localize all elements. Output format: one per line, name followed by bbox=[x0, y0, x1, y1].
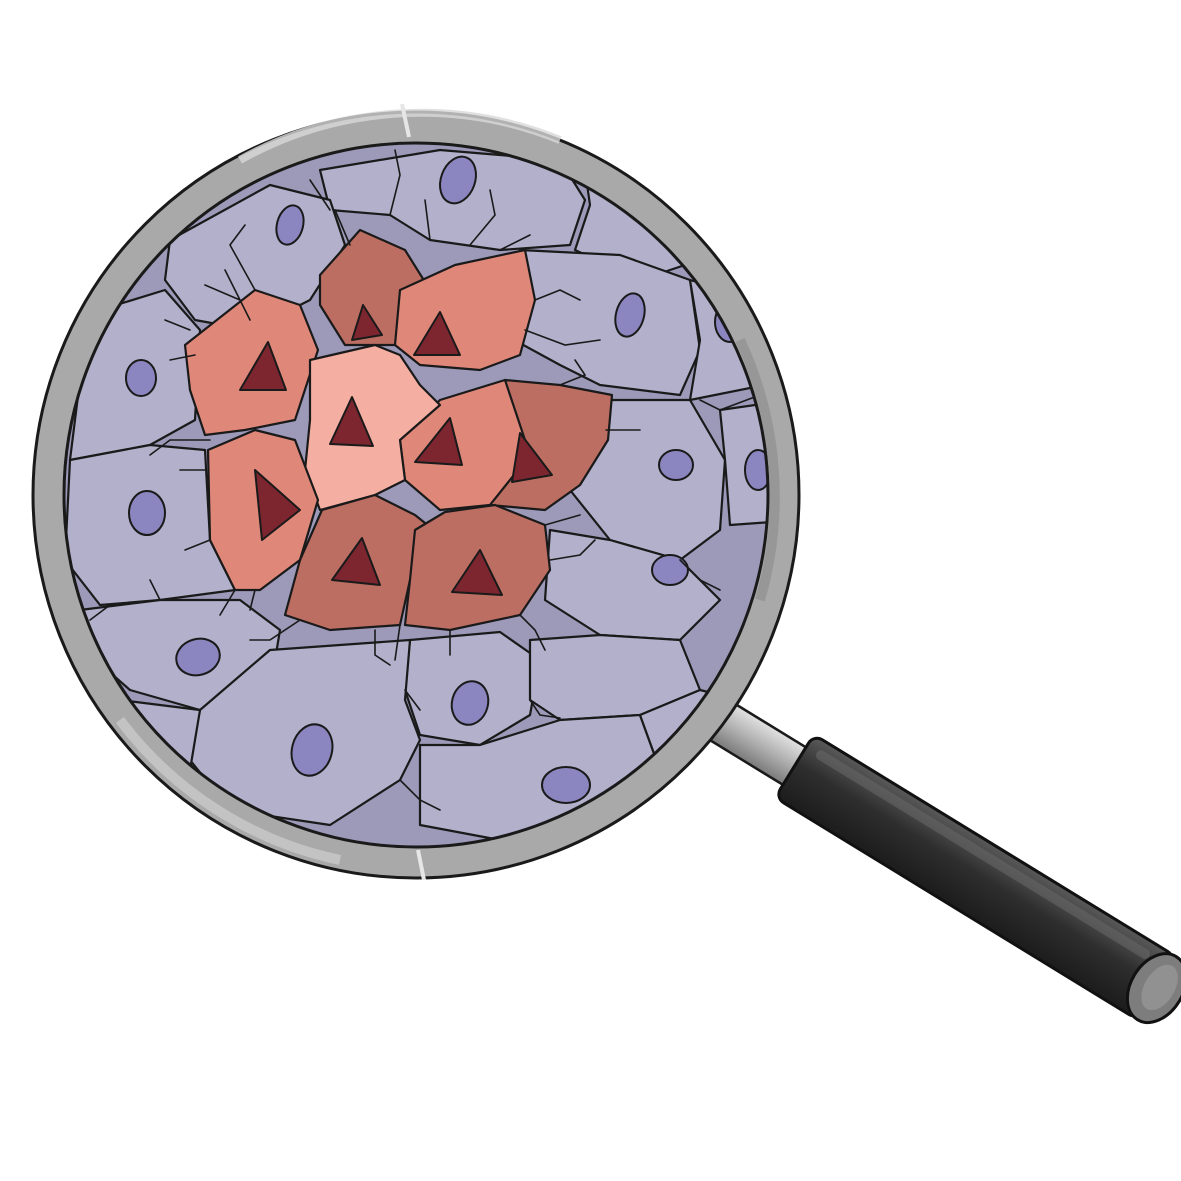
nucleus-icon bbox=[125, 359, 157, 397]
nucleus-icon bbox=[254, 469, 301, 541]
abnormal-cell bbox=[183, 288, 320, 437]
handle bbox=[705, 700, 1181, 1024]
abnormal-nuclei bbox=[239, 304, 553, 596]
nucleus-icon bbox=[175, 637, 221, 677]
nucleus-icon bbox=[351, 304, 383, 341]
nucleus-icon bbox=[439, 155, 477, 205]
nucleus-icon bbox=[744, 449, 768, 491]
nucleus-icon bbox=[413, 311, 461, 356]
nucleus-icon bbox=[450, 680, 490, 726]
nucleus-icon bbox=[614, 292, 646, 338]
nucleus-icon bbox=[451, 549, 503, 596]
cell-cracks bbox=[89, 149, 761, 811]
nucleus-icon bbox=[275, 204, 305, 246]
handle-grip bbox=[777, 736, 1174, 1018]
nucleus-icon bbox=[128, 490, 166, 536]
nucleus-icon bbox=[329, 396, 374, 447]
lens-rim bbox=[32, 111, 800, 879]
nucleus-icon bbox=[290, 723, 334, 777]
nucleus-icon bbox=[511, 432, 553, 483]
abnormal-cell bbox=[303, 343, 442, 512]
nucleus-icon bbox=[651, 554, 689, 586]
nucleus-icon bbox=[239, 341, 287, 391]
magnifying-glass-icon bbox=[31, 103, 801, 881]
nucleus-icon bbox=[414, 417, 463, 466]
healthy-cell bbox=[543, 528, 722, 642]
nucleus-icon bbox=[658, 449, 694, 481]
nucleus-icon bbox=[541, 766, 591, 804]
nucleus-icon bbox=[331, 537, 381, 586]
